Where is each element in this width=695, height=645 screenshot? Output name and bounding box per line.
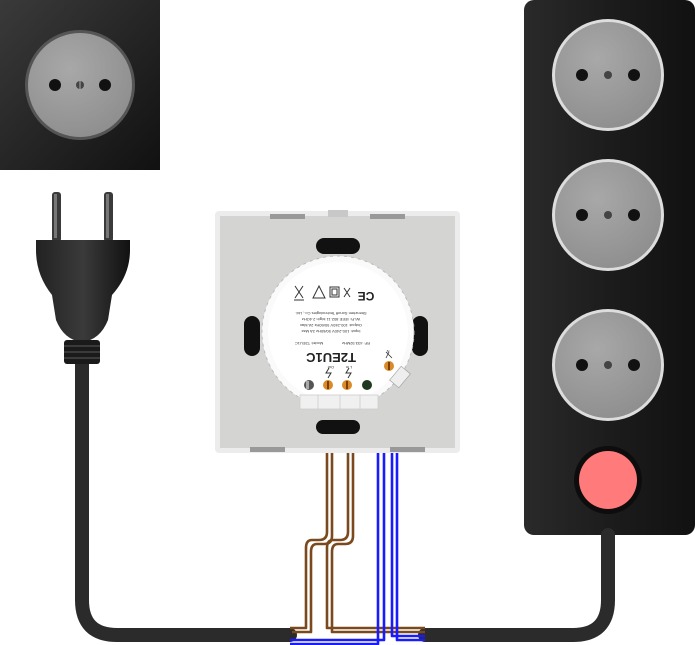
strip-socket-3 <box>552 309 664 421</box>
rf-line: RF: 433.92MHz <box>342 341 370 346</box>
terminal-ne-label: N <box>386 349 389 354</box>
terminal-out-label: Out <box>327 365 334 370</box>
lightning-icon <box>325 367 352 379</box>
wifi-line: Wi-Fi: IEEE 802.11 b/g/n 2.4GHz <box>302 317 360 322</box>
cables <box>75 353 615 642</box>
input-line: Input: 100-240V 50/60Hz 2A Max <box>302 329 361 334</box>
wall-socket <box>0 0 160 170</box>
terminal-lin-label: L in <box>346 365 352 370</box>
power-strip <box>524 0 695 535</box>
strip-socket-1 <box>552 19 664 131</box>
model-name: T2EU1C <box>305 350 355 365</box>
antenna-icon <box>385 351 393 359</box>
terminals <box>304 361 411 390</box>
strip-socket-2 <box>552 159 664 271</box>
maker-line: Shenzhen Sonoff Technologies Co., Ltd. <box>295 311 366 316</box>
plug-icon <box>36 192 130 364</box>
power-button-icon <box>574 446 642 514</box>
cert-ce: CE <box>358 289 375 303</box>
model-line: Model: T2EU1C <box>295 341 323 346</box>
smart-switch: T2EU1C Model: T2EU1C RF: 433.92MHz Input… <box>215 210 460 453</box>
cert-symbols-icon <box>294 284 351 301</box>
output-line: Output: 100-240V 50/60Hz 2A Max <box>300 323 362 328</box>
